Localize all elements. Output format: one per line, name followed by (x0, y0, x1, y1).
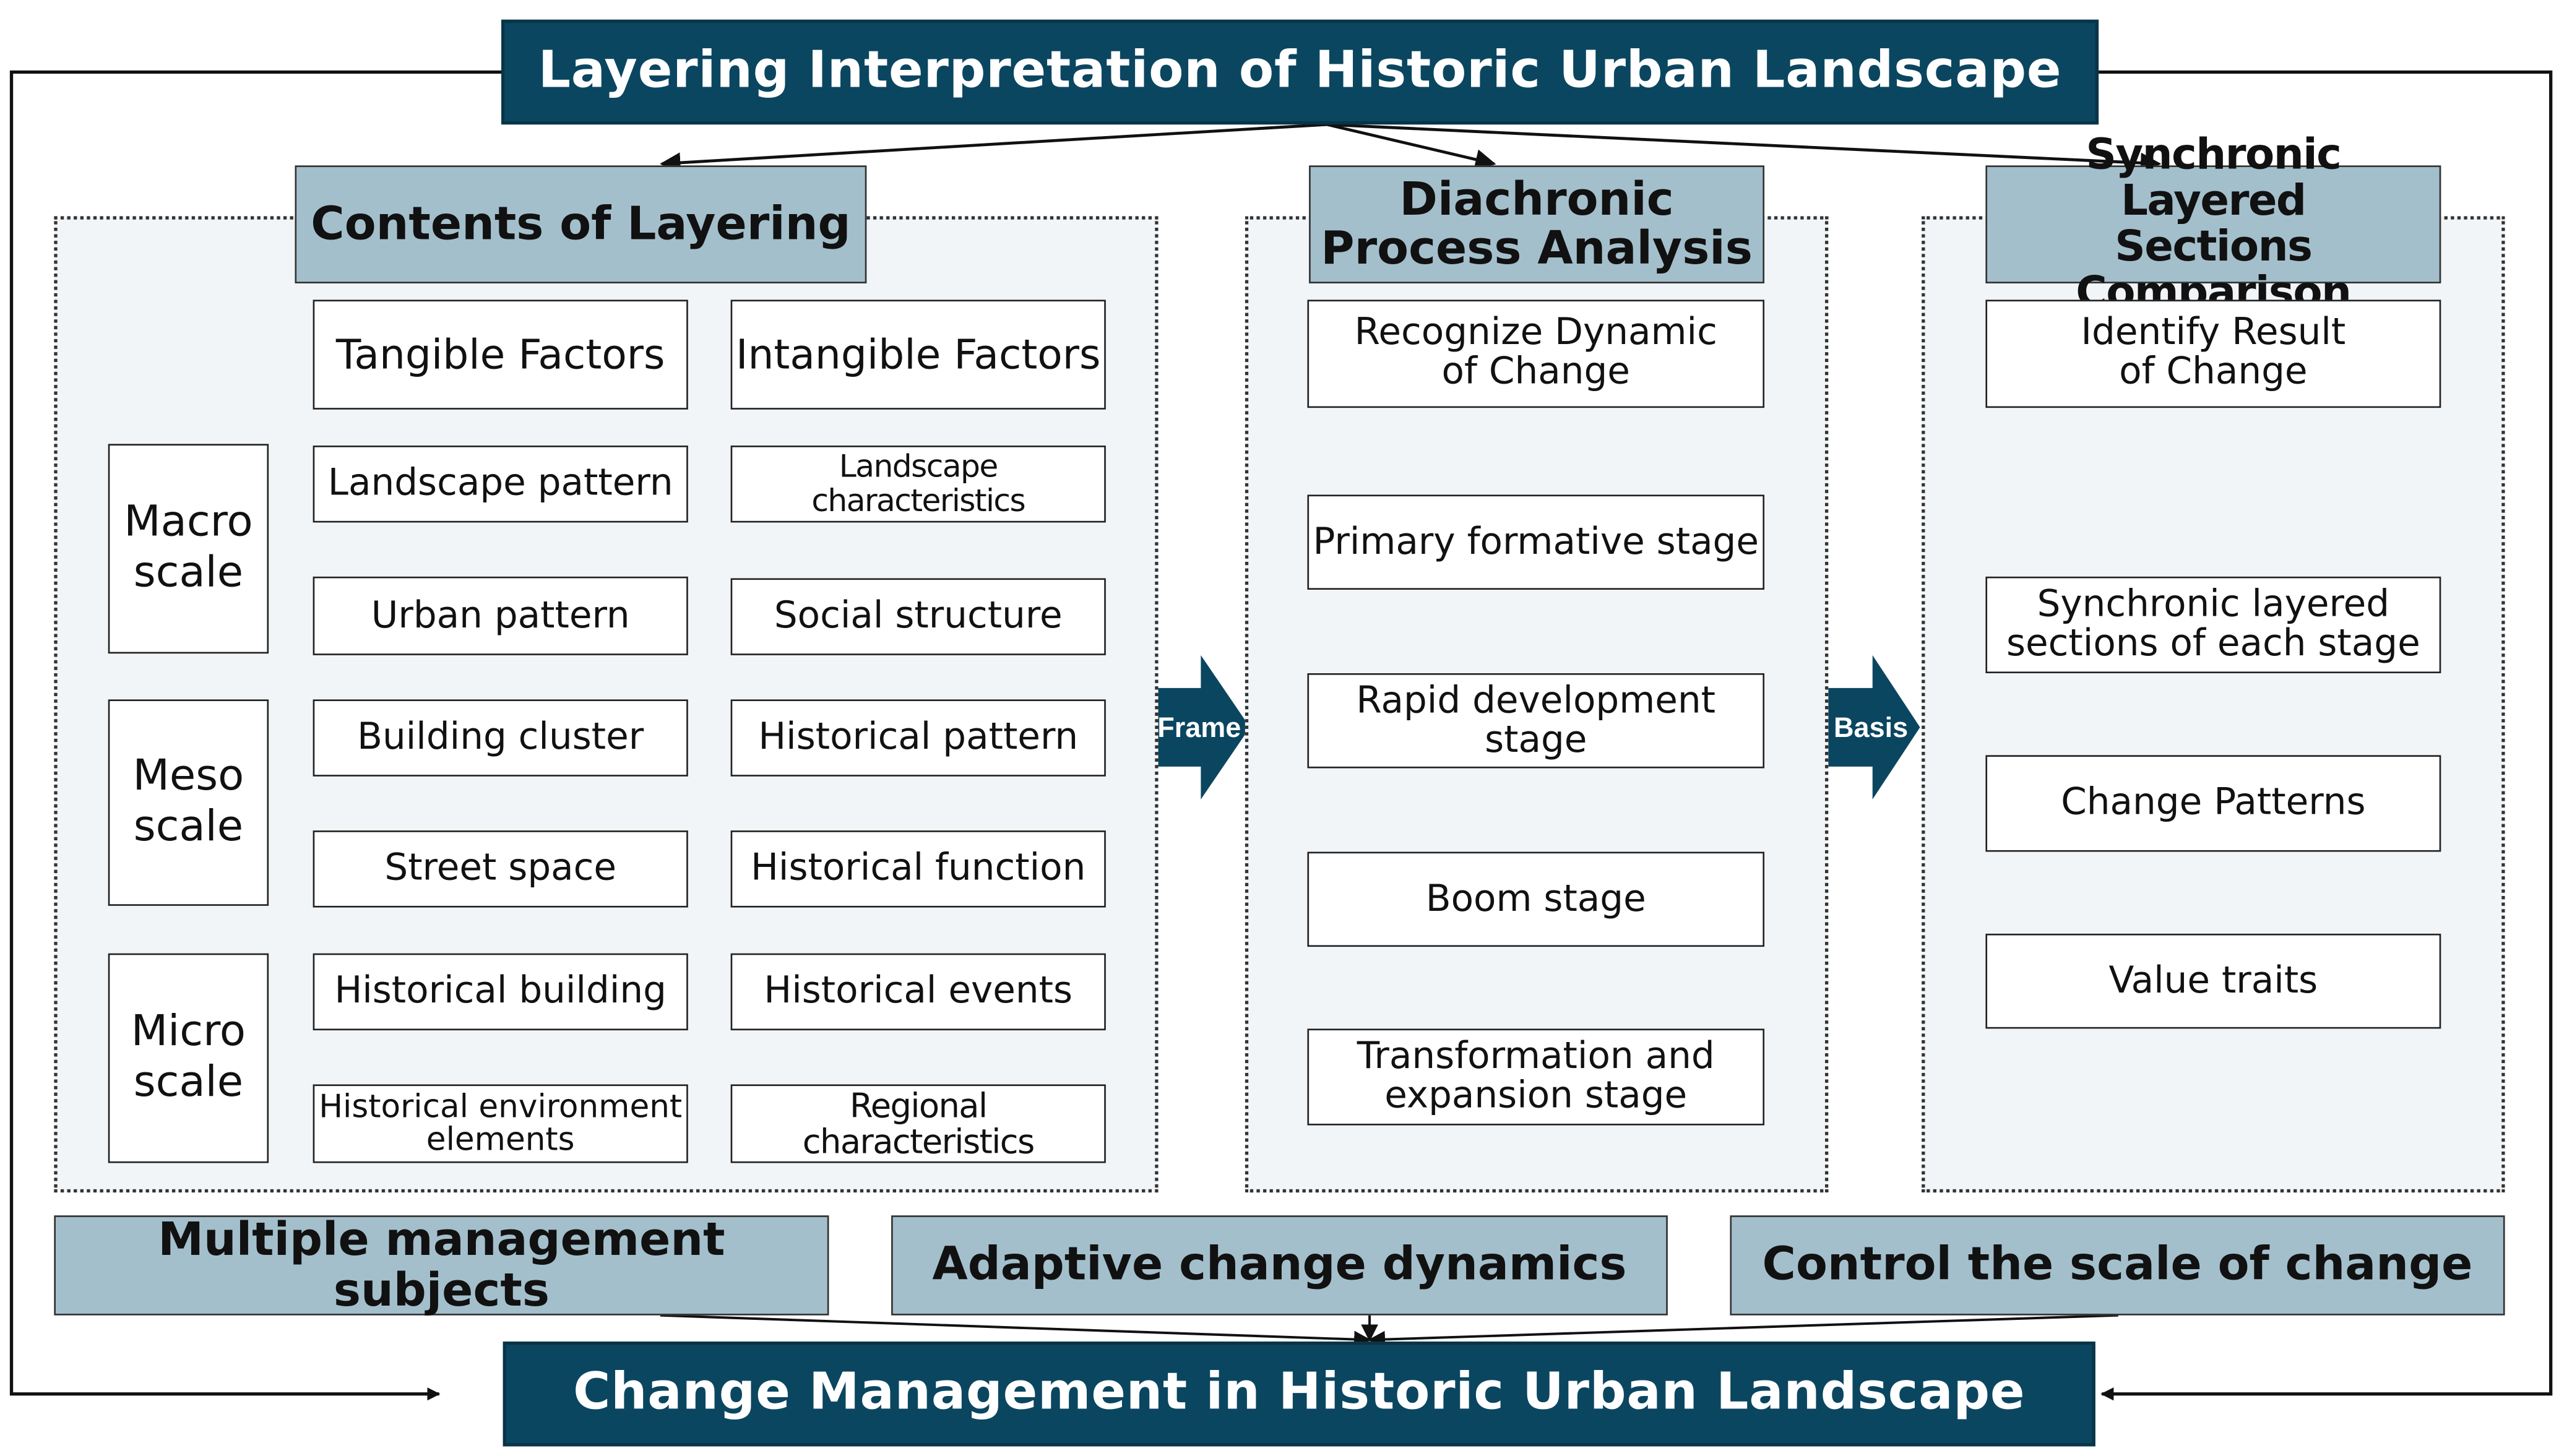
synchronic-head-line1: Identify Result (2081, 311, 2346, 355)
synchronic-title: Synchronic Layered Sections Comparison (1985, 132, 2441, 316)
tangible-item-text-line2: elements (426, 1120, 575, 1158)
diachronic-stage: Transformation and expansion stage (1307, 1028, 1765, 1126)
tangible-item: Urban pattern (313, 576, 688, 655)
synchronic-step: Value traits (1985, 933, 2441, 1029)
scale-meso-line1: Meso (132, 751, 244, 801)
tangible-item-text: Street space (384, 847, 617, 890)
scale-meso-line2: scale (133, 803, 244, 852)
diachronic-head: Recognize Dynamic of Change (1307, 299, 1765, 408)
tangible-item-text: Landscape pattern (327, 462, 673, 506)
intangible-item-text: Historical events (764, 970, 1073, 1013)
diachronic-stage-text: Boom stage (1425, 877, 1646, 921)
footer-title-text: Change Management in Historic Urban Land… (573, 1363, 2026, 1423)
scale-micro-line1: Micro (131, 1007, 246, 1056)
tangible-item: Landscape pattern (313, 446, 688, 523)
tangible-item-text: Historical environment (319, 1087, 683, 1125)
intangible-item: Social structure (730, 578, 1106, 655)
tangible-factors-text: Tangible Factors (335, 330, 665, 379)
scale-micro-line2: scale (133, 1058, 244, 1108)
synchronic-step-text: Synchronic layered (2037, 583, 2390, 626)
diachronic-stage: Primary formative stage (1307, 494, 1765, 590)
footer-title: Change Management in Historic Urban Land… (503, 1342, 2095, 1447)
intangible-factors-header: Intangible Factors (730, 299, 1106, 410)
header-title: Layering Interpretation of Historic Urba… (501, 19, 2099, 125)
diachronic-title: Diachronic Process Analysis (1309, 165, 1765, 283)
tangible-factors-header: Tangible Factors (313, 299, 688, 410)
bottom-bar-management-subjects: Multiple management subjects (54, 1212, 829, 1317)
frame-arrow-shape (1155, 655, 1250, 799)
intangible-item: Historical events (730, 953, 1106, 1031)
scale-macro-line2: scale (133, 548, 244, 598)
intangible-item-text: Landscape characteristics (811, 449, 1025, 519)
tangible-item: Street space (313, 830, 688, 908)
tangible-item-text: Historical building (334, 970, 667, 1013)
bottom-bar-text: Control the scale of change (1762, 1237, 2473, 1291)
bottom-bar-scale-control: Control the scale of change (1730, 1215, 2505, 1316)
intangible-item-text: Historical function (751, 847, 1086, 890)
tangible-item: Historical environment elements (313, 1084, 688, 1163)
scale-meso: Meso scale (108, 699, 269, 906)
synchronic-step-text: Change Patterns (2061, 782, 2366, 825)
synchronic-step-text-line2: sections of each stage (2006, 621, 2420, 665)
intangible-item: Regional characteristics (730, 1084, 1106, 1163)
synchronic-head-line2: of Change (2119, 350, 2308, 394)
scale-macro: Macro scale (108, 444, 269, 654)
contents-title-text: Contents of Layering (311, 196, 851, 251)
tangible-item-text: Urban pattern (371, 594, 630, 637)
intangible-item: Historical pattern (730, 699, 1106, 777)
contents-title: Contents of Layering (295, 165, 867, 283)
intangible-item: Historical function (730, 830, 1106, 908)
diachronic-title-line1: Diachronic (1399, 171, 1674, 226)
bottom-bar-text: Multiple management subjects (158, 1212, 725, 1317)
synchronic-head: Identify Result of Change (1985, 299, 2441, 408)
diachronic-stage-text: Transformation and (1357, 1035, 1715, 1078)
synchronic-step: Synchronic layered sections of each stag… (1985, 576, 2441, 673)
diachronic-stage: Boom stage (1307, 851, 1765, 947)
bottom-bar-text: Adaptive change dynamics (932, 1237, 1627, 1291)
basis-arrow-label: Basis (1834, 712, 1908, 743)
diachronic-stage-text-line2: expansion stage (1384, 1074, 1688, 1117)
synchronic-step-text: Value traits (2108, 959, 2318, 1002)
intangible-factors-text: Intangible Factors (735, 330, 1101, 379)
diachronic-stage-text: Primary formative stage (1313, 520, 1759, 564)
scale-micro: Micro scale (108, 953, 269, 1163)
diachronic-stage-text: Rapid development stage (1356, 679, 1716, 762)
basis-arrow-shape (1828, 655, 1920, 799)
tangible-item-text: Building cluster (357, 716, 644, 759)
tangible-item: Building cluster (313, 699, 688, 777)
intangible-item-text: Social structure (774, 595, 1063, 638)
synchronic-title-line1: Synchronic Layered (2086, 131, 2342, 226)
intangible-item-text: Historical pattern (758, 716, 1079, 759)
frame-arrow-label: Frame (1157, 712, 1241, 743)
diachronic-head-line1: Recognize Dynamic (1354, 311, 1717, 355)
diachronic-stage: Rapid development stage (1307, 673, 1765, 769)
tangible-item: Historical building (313, 953, 688, 1031)
diachronic-head-line2: of Change (1441, 350, 1630, 394)
diachronic-title-line2: Process Analysis (1321, 221, 1753, 275)
intangible-item: Landscape characteristics (730, 446, 1106, 523)
header-title-text: Layering Interpretation of Historic Urba… (538, 41, 2062, 101)
synchronic-step: Change Patterns (1985, 755, 2441, 852)
bottom-bar-adaptive-dynamics: Adaptive change dynamics (891, 1215, 1668, 1316)
scale-macro-line1: Macro (124, 498, 253, 547)
intangible-item-text: Regional characteristics (802, 1085, 1035, 1161)
